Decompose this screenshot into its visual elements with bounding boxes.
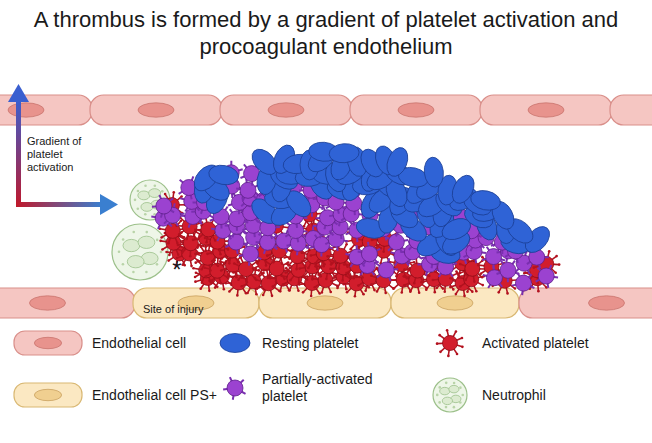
legend-text: Activated platelet bbox=[482, 335, 632, 352]
ps-endothelial-cell bbox=[133, 288, 259, 318]
legend-icons bbox=[14, 329, 467, 412]
endothelial-cell bbox=[0, 288, 135, 318]
legend-text: Resting platelet bbox=[262, 335, 412, 352]
resting-platelet bbox=[448, 172, 479, 207]
endothelium bbox=[0, 95, 652, 318]
resting-platelet bbox=[207, 163, 240, 187]
resting-platelet bbox=[469, 188, 502, 213]
endothelial-cell bbox=[220, 95, 352, 125]
endothelial-cell bbox=[480, 95, 612, 125]
axis-label: Gradient of platelet activation bbox=[27, 135, 99, 174]
legend-text: Endothelial cell PS+ bbox=[92, 387, 242, 404]
resting-platelet bbox=[383, 145, 412, 180]
neutrophil bbox=[433, 378, 467, 412]
endothelial-cell bbox=[610, 95, 652, 125]
resting-platelet bbox=[328, 143, 359, 164]
legend-text: Neutrophil bbox=[482, 387, 632, 404]
partially-activated-platelet bbox=[236, 178, 259, 201]
partially-activated-platelet bbox=[152, 195, 174, 218]
resting-platelet bbox=[220, 334, 250, 353]
legend-text: Endothelial cell bbox=[92, 335, 242, 352]
gradient-arrows bbox=[8, 84, 118, 215]
activated-platelet bbox=[436, 329, 464, 357]
endothelial-cell bbox=[14, 331, 82, 355]
resting-platelet bbox=[423, 156, 445, 188]
partially-activated-platelet bbox=[376, 258, 398, 281]
partially-activated-platelet bbox=[358, 242, 381, 264]
partially-activated-platelet bbox=[223, 377, 245, 400]
partially-activated-platelet bbox=[512, 273, 535, 295]
endothelial-cell bbox=[350, 95, 482, 125]
partially-activated-platelet bbox=[536, 265, 558, 288]
endothelial-cell bbox=[519, 288, 652, 318]
ps-endothelial-cell bbox=[14, 383, 82, 407]
endothelial-cell bbox=[90, 95, 222, 125]
ps-endothelial-cell bbox=[259, 288, 391, 318]
thrombus bbox=[112, 141, 561, 298]
injury-label: Site of injury bbox=[143, 303, 243, 316]
title: A thrombus is formed by a gradient of pl… bbox=[20, 6, 632, 60]
legend-text: Partially-activated platelet bbox=[262, 371, 412, 405]
neutrophil bbox=[112, 224, 168, 280]
ps-endothelial-cell bbox=[391, 288, 519, 318]
injury-marker: * bbox=[167, 258, 187, 282]
